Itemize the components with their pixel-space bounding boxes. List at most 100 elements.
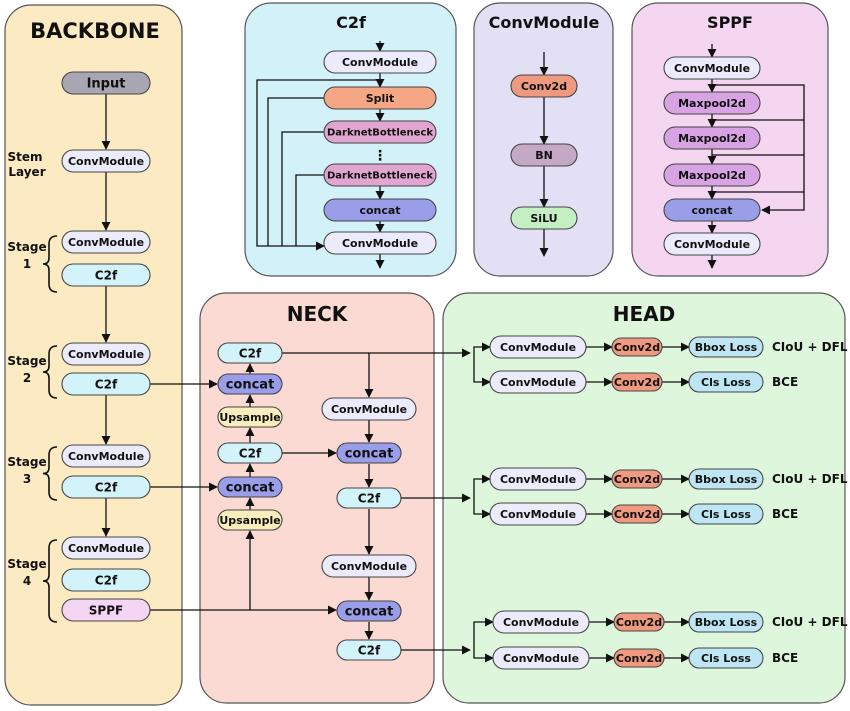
stage2-c2f-node: C2f <box>61 372 151 396</box>
neck-c2f2-node: C2f <box>336 487 402 509</box>
sppf-conv-top-node: ConvModule <box>663 56 761 80</box>
head-b2-loss-box: Bbox Loss <box>688 468 764 490</box>
stage1-conv-node-label: ConvModule <box>68 236 144 249</box>
head-b3-conv-box-label: ConvModule <box>503 616 579 629</box>
backbone-panel-title: BACKBONE <box>30 19 160 43</box>
head-b2-conv2d-box-label: Conv2d <box>614 473 660 486</box>
neck-concat1-node-shape <box>217 373 283 395</box>
edge-62 <box>473 617 494 650</box>
head-b1-loss-box-label: Bbox Loss <box>695 341 758 354</box>
sppf-maxpool3-node: Maxpool2d <box>663 163 761 187</box>
head-b1-conv2d-box-label: Conv2d <box>614 341 660 354</box>
neck-c2f2-node-label: C2f <box>358 491 381 505</box>
c2f-concat-node: concat <box>323 198 437 222</box>
head-b3-conv-box-shape <box>492 610 590 634</box>
cm-bn-node-label: BN <box>535 149 553 162</box>
stage4-conv-node-label: ConvModule <box>68 542 144 555</box>
edge-13 <box>267 97 324 246</box>
head-b3-conv2d-box-label: Conv2d <box>616 616 662 629</box>
head-b3-cls-loss-label: BCE <box>772 651 798 665</box>
neck-top-c2f-node-shape <box>217 342 283 364</box>
cm-silu-node: SiLU <box>510 206 578 230</box>
edge-14 <box>281 131 324 246</box>
cm-bn-node: BN <box>510 143 578 167</box>
head-b2-conv2d-cls-shape <box>611 504 663 524</box>
head-b1-loss-box: Bbox Loss <box>688 336 764 358</box>
head-b1-conv-cls: ConvModule <box>489 370 587 394</box>
head-b2-loss-cls-shape <box>688 503 764 525</box>
head-b2-conv-box-label: ConvModule <box>500 473 576 486</box>
c2f-darknet2-node: DarknetBottleneck <box>323 163 437 187</box>
edge-27 <box>712 84 805 215</box>
neck-concat4-node: concat <box>336 600 402 622</box>
head-b3-conv-cls-label: ConvModule <box>503 652 579 665</box>
head-b3-box-loss-label: CIoU + DFL <box>772 615 848 629</box>
head-b2-loss-box-shape <box>688 468 764 490</box>
head-b2-conv2d-cls-label: Conv2d <box>614 508 660 521</box>
stage3-conv-node-label: ConvModule <box>68 450 144 463</box>
stage4-sppf-node-shape <box>61 598 151 622</box>
c2f-darknet1-node-label: DarknetBottleneck <box>327 128 433 139</box>
stage3-conv-node-shape <box>61 444 151 468</box>
c2f-panel-title: C2f <box>336 13 367 32</box>
head-b3-loss-box-label: Bbox Loss <box>695 616 758 629</box>
head-b1-conv-cls-shape <box>489 370 587 394</box>
neck-upsample2-node-label: Upsample <box>219 514 280 527</box>
cm-silu-node-shape <box>510 206 578 230</box>
head-b1-conv-box-label: ConvModule <box>500 341 576 354</box>
stage4-number: 4 <box>23 574 31 588</box>
neck-concat3-node-shape <box>336 442 402 464</box>
neck-upsample1-node: Upsample <box>217 406 283 428</box>
head-b1-conv-cls-label: ConvModule <box>500 376 576 389</box>
head-b2-loss-cls-label: Cls Loss <box>701 508 751 521</box>
input-node-label: Input <box>87 77 126 92</box>
c2f-split-node-label: Split <box>366 92 395 105</box>
stage4-sppf-node: SPPF <box>61 598 151 622</box>
stem-label-line1: Stem <box>7 150 42 164</box>
sppf-concat-node-label: concat <box>691 204 732 217</box>
c2f-concat-node-label: concat <box>359 204 400 217</box>
input-node: Input <box>61 71 151 95</box>
head-b1-conv-box: ConvModule <box>489 335 587 359</box>
c2f-darknet1-node-shape <box>323 120 437 144</box>
head-b3-conv2d-cls: Conv2d <box>613 648 665 668</box>
neck-c2f3-node-shape <box>336 639 402 661</box>
edge-12 <box>256 79 380 251</box>
stage2-brace <box>42 345 58 399</box>
stage1-conv-node-shape <box>61 230 151 254</box>
neck-concat2-node: concat <box>217 476 283 498</box>
cm-conv2d-node-label: Conv2d <box>521 80 567 93</box>
stage4-sppf-node-label: SPPF <box>89 603 123 617</box>
stage3-c2f-node: C2f <box>61 475 151 499</box>
neck-concat3-node-label: concat <box>345 447 394 462</box>
stage2-conv-node-label: ConvModule <box>68 348 144 361</box>
head-b1-conv2d-box-shape <box>611 337 663 357</box>
sppf-maxpool1-node-label: Maxpool2d <box>678 97 746 110</box>
sppf-maxpool3-node-label: Maxpool2d <box>678 169 746 182</box>
head-b3-loss-cls-label: Cls Loss <box>701 652 751 665</box>
c2f-darknet2-node-label: DarknetBottleneck <box>327 171 433 182</box>
input-node-shape <box>61 71 151 95</box>
neck-panel-title: NECK <box>287 302 349 326</box>
head-b2-conv-cls: ConvModule <box>489 502 587 526</box>
head-b2-loss-box-label: Bbox Loss <box>695 473 758 486</box>
head-b1-conv-box-shape <box>489 335 587 359</box>
neck-concat1-node: concat <box>217 373 283 395</box>
cm-conv2d-node-shape <box>510 74 578 98</box>
head-b2-conv-box: ConvModule <box>489 467 587 491</box>
neck-concat2-node-label: concat <box>226 481 275 496</box>
head-b2-conv-cls-label: ConvModule <box>500 508 576 521</box>
c2f-split-node: Split <box>323 86 437 110</box>
sppf-maxpool2-node-shape <box>663 126 761 150</box>
head-b2-conv2d-cls: Conv2d <box>611 504 663 524</box>
neck-top-c2f-node-label: C2f <box>239 346 262 360</box>
stem-conv-node: ConvModule <box>61 149 151 173</box>
head-b2-conv-cls-shape <box>489 502 587 526</box>
stage4-conv-node-shape <box>61 536 151 560</box>
stage3-brace <box>42 446 58 501</box>
head-b2-conv-box-shape <box>489 467 587 491</box>
stage4-c2f-node: C2f <box>61 568 151 592</box>
cm-conv2d-node: Conv2d <box>510 74 578 98</box>
sppf-concat-node-shape <box>663 198 761 222</box>
head-b1-box-loss-label: CIoU + DFL <box>772 340 848 354</box>
